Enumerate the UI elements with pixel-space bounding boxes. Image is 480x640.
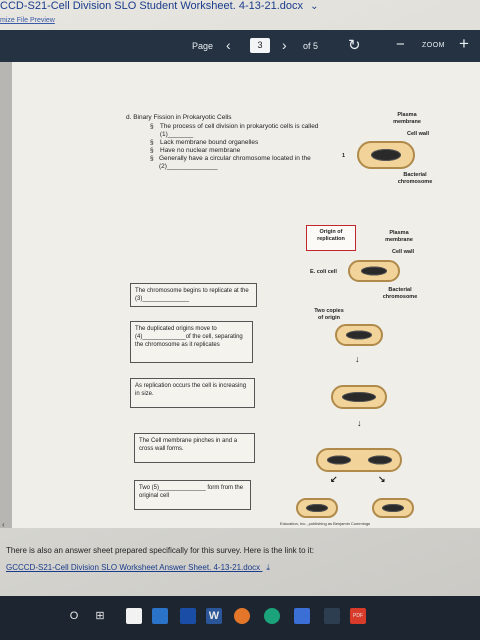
daughter-cell — [296, 498, 338, 518]
customize-file-preview-link[interactable]: mize File Preview — [0, 17, 55, 24]
next-page-icon[interactable]: › — [282, 37, 287, 53]
bullet-mark: § — [150, 123, 154, 130]
label-cell-wall: Cell wall — [392, 249, 415, 255]
bullet-item: § Lack membrane bound organelles — [150, 139, 350, 147]
bullet-list: § The process of cell division in prokar… — [150, 123, 350, 171]
arrow-down-icon: ↓ — [355, 354, 360, 364]
bullet-text: Lack membrane bound organelles — [160, 139, 259, 146]
chromosome — [371, 149, 401, 161]
label-ecoli-cell: E. coli cell — [310, 269, 337, 275]
zoom-in-button[interactable]: + — [459, 34, 469, 53]
bacterial-cell — [357, 141, 415, 169]
document-viewer[interactable]: d. Binary Fission in Prokaryotic Cells §… — [0, 62, 480, 529]
bacterial-cell — [335, 324, 383, 346]
bullet-item: § Have no nuclear membrane — [150, 147, 350, 155]
bullet-mark: § — [150, 155, 154, 162]
chromosome — [361, 266, 387, 276]
pdf-icon[interactable]: PDF — [350, 608, 366, 624]
word-icon[interactable]: W — [206, 608, 222, 624]
label-bacterial-chromosome: Bacterial chromosome — [397, 172, 433, 185]
page-number-input[interactable]: 3 — [250, 38, 270, 53]
bullet-text: Generally have a circular chromosome loc… — [159, 155, 311, 170]
task-view-icon[interactable]: ⊞ — [95, 610, 105, 622]
label-cell-wall: Cell wall — [407, 131, 430, 137]
answer-sheet-link[interactable]: GCCCD-S21-Cell Division SLO Worksheet An… — [6, 563, 270, 573]
chromosome — [342, 392, 376, 402]
arrow-down-right-icon: ↘ — [378, 474, 386, 484]
download-icon[interactable]: ⌄ — [310, 1, 319, 12]
step-box-4: The Cell membrane pinches in and a cross… — [134, 433, 255, 463]
taskbar: O ⊞ W PDF — [0, 596, 480, 640]
answer-sheet-link-text[interactable]: GCCCD-S21-Cell Division SLO Worksheet An… — [6, 563, 261, 572]
app-dark-icon[interactable] — [324, 608, 340, 624]
daughter-cell — [372, 498, 414, 518]
arrow-down-icon: ↓ — [357, 418, 362, 428]
firefox-icon[interactable] — [234, 608, 250, 624]
edge-icon[interactable] — [264, 608, 280, 624]
app-store-icon[interactable] — [180, 608, 196, 624]
label-two-copies: Two copies of origin — [314, 308, 344, 321]
app-blue-icon[interactable] — [152, 608, 168, 624]
arrow-down-left-icon: ↙ — [330, 474, 338, 484]
mail-icon[interactable] — [294, 608, 310, 624]
document-title-text[interactable]: CCD-S21-Cell Division SLO Student Worksh… — [0, 0, 304, 12]
step-box-3: As replication occurs the cell is increa… — [130, 378, 255, 408]
bullet-item: § The process of cell division in prokar… — [150, 123, 350, 139]
bacterial-cell — [331, 385, 387, 409]
bullet-mark: § — [150, 147, 154, 154]
label-plasma-membrane: Plasma membrane — [393, 112, 421, 125]
bullet-text: Have no nuclear membrane — [160, 147, 241, 154]
rotate-icon[interactable]: ↻ — [348, 37, 361, 54]
origin-of-replication-box: Origin of replication — [306, 225, 356, 251]
document-page: d. Binary Fission in Prokaryotic Cells §… — [12, 62, 480, 528]
figure-credit: Education, Inc., publishing as Benjamin … — [280, 521, 371, 526]
download-icon[interactable]: ⤓ — [266, 563, 270, 572]
preview-toolbar: Page ‹ 3 › of 5 ↻ − ZOOM + — [0, 30, 480, 62]
bullet-mark: § — [150, 139, 154, 146]
section-heading: d. Binary Fission in Prokaryotic Cells — [126, 114, 232, 121]
step-box-1: The chromosome begins to replicate at th… — [130, 283, 257, 307]
label-plasma-membrane: Plasma membrane — [385, 230, 413, 243]
step-box-5: Two (5)______________ form from the orig… — [134, 480, 251, 510]
bacterial-cell — [348, 260, 400, 282]
zoom-out-button[interactable]: − — [396, 36, 405, 53]
chromosome — [326, 455, 351, 465]
search-icon[interactable]: O — [69, 610, 79, 622]
chromosome — [367, 455, 392, 465]
zoom-label: ZOOM — [422, 42, 445, 49]
chromosome — [382, 504, 404, 512]
scroll-left-icon[interactable]: ‹ — [2, 520, 5, 529]
label-bacterial-chromosome: Bacterial chromosome — [382, 287, 418, 300]
label-step-one: 1 — [342, 153, 346, 159]
step-box-2: The duplicated origins move to (4)______… — [130, 321, 253, 363]
dividing-cell — [316, 448, 402, 472]
page-label: Page — [192, 41, 214, 51]
chromosome — [346, 330, 372, 340]
chromosome — [306, 504, 328, 512]
app-blank-icon[interactable] — [126, 608, 142, 624]
page-total-label: of 5 — [303, 41, 319, 51]
answer-sheet-text: There is also an answer sheet prepared s… — [6, 546, 314, 555]
document-title[interactable]: CCD-S21-Cell Division SLO Student Worksh… — [0, 0, 480, 14]
bullet-item: § Generally have a circular chromosome l… — [150, 155, 350, 171]
bullet-text: The process of cell division in prokaryo… — [159, 123, 319, 138]
previous-page-icon[interactable]: ‹ — [226, 37, 231, 53]
